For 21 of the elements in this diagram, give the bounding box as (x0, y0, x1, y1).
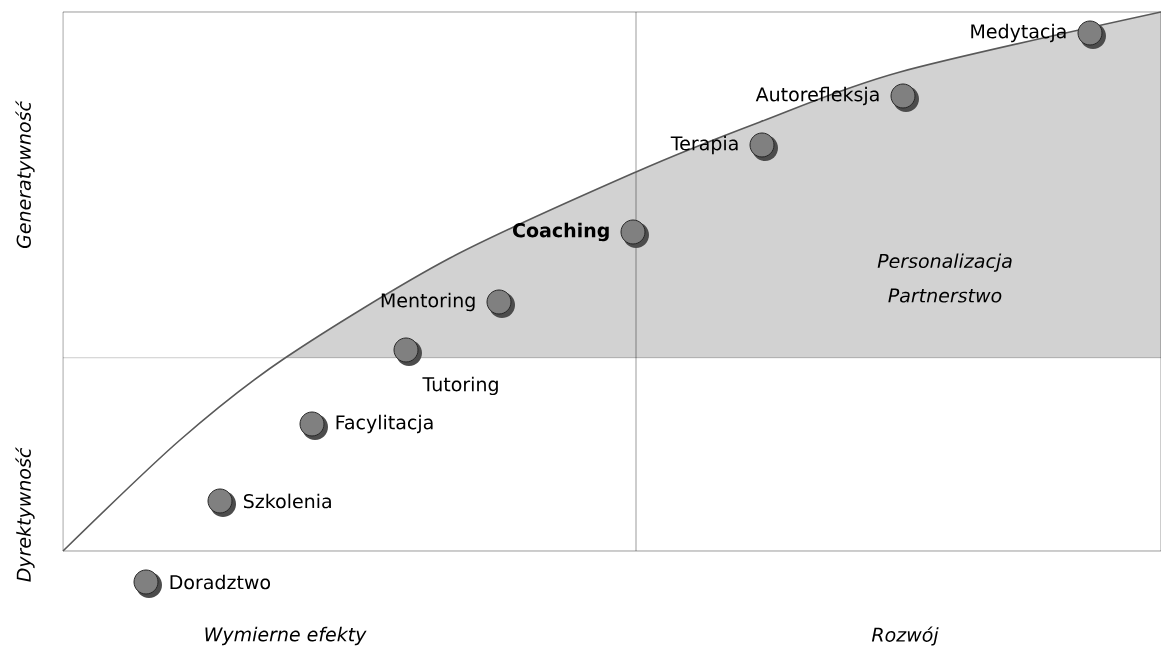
axis-label: Generatywność (15, 100, 35, 249)
axis-label: Rozwój (871, 626, 939, 646)
point-marker (299, 411, 325, 437)
point-marker (1077, 20, 1103, 46)
axis-label: Dyrektywność (15, 447, 35, 582)
point-label: Coaching (513, 222, 609, 242)
point-marker (749, 132, 775, 158)
point-marker (133, 569, 159, 595)
point-marker (393, 337, 419, 363)
point-label: Tutoring (422, 376, 498, 396)
axis-label: Wymierne efekty (205, 626, 367, 646)
point-marker (620, 219, 646, 245)
point-marker (890, 83, 916, 109)
axis-label: Personalizacja Partnerstwo (877, 253, 1012, 303)
point-marker (486, 289, 512, 315)
point-label: Facylitacja (336, 414, 433, 434)
point-label: Mentoring (381, 292, 475, 312)
point-label: Doradztwo (170, 574, 271, 590)
point-label: Szkolenia (243, 493, 331, 509)
point-marker (207, 488, 233, 514)
point-label: Medytacja (971, 23, 1066, 43)
